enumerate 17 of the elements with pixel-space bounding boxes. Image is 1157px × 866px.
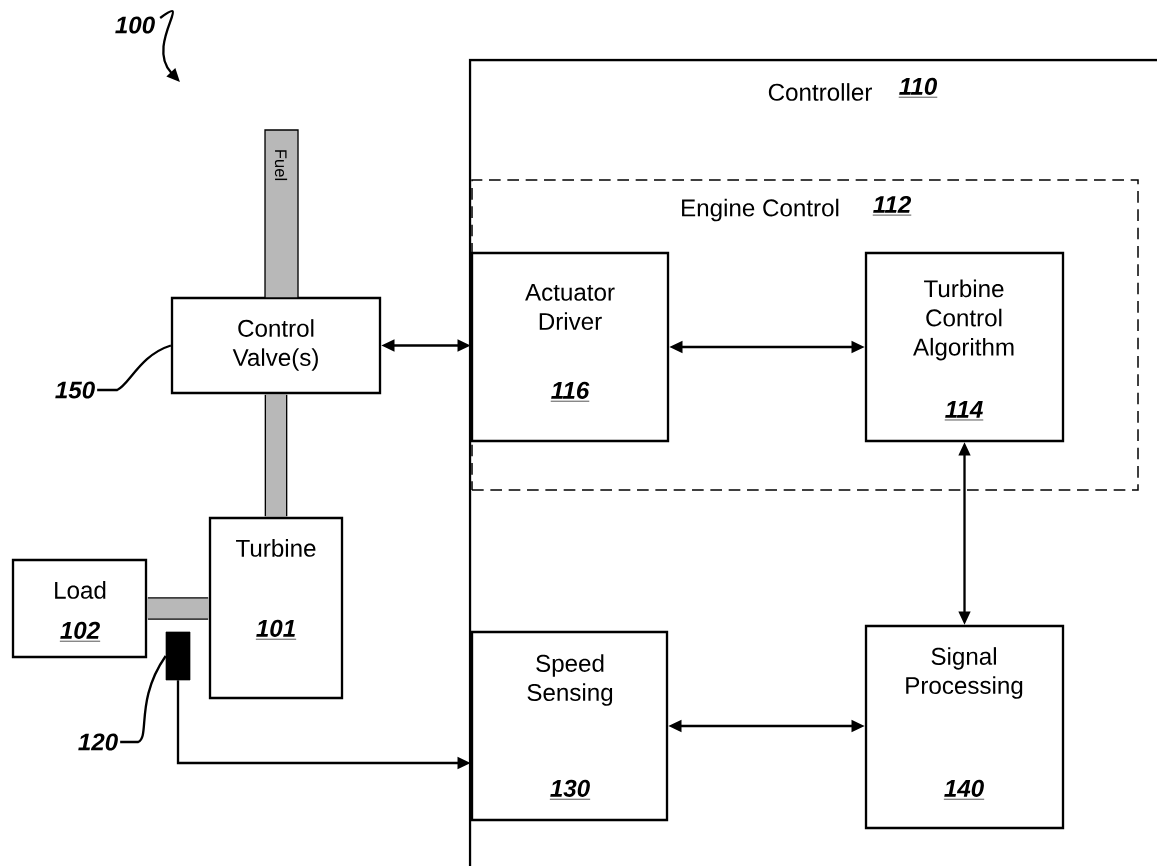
pipe <box>264 394 288 517</box>
callout-number: 150 <box>55 381 95 399</box>
pipe <box>147 597 209 620</box>
process-box: Control Valve(s) <box>170 296 382 395</box>
process-box: Turbine Control Algorithm 114 <box>864 251 1065 443</box>
callout-number: 120 <box>78 733 118 751</box>
sensor-block <box>165 631 191 681</box>
process-box: Turbine 101 <box>208 516 344 700</box>
process-box: Speed Sensing 130 <box>470 630 669 822</box>
leader-line <box>97 344 172 392</box>
fuel-pipe: Fuel <box>264 129 299 299</box>
callout-number: 100 <box>115 16 155 34</box>
leader-line <box>120 655 167 744</box>
process-box: Load 102 <box>11 558 148 659</box>
pointer-arrow <box>159 10 180 82</box>
process-box: Signal Processing 140 <box>864 624 1065 830</box>
process-box: Actuator Driver 116 <box>470 251 670 443</box>
